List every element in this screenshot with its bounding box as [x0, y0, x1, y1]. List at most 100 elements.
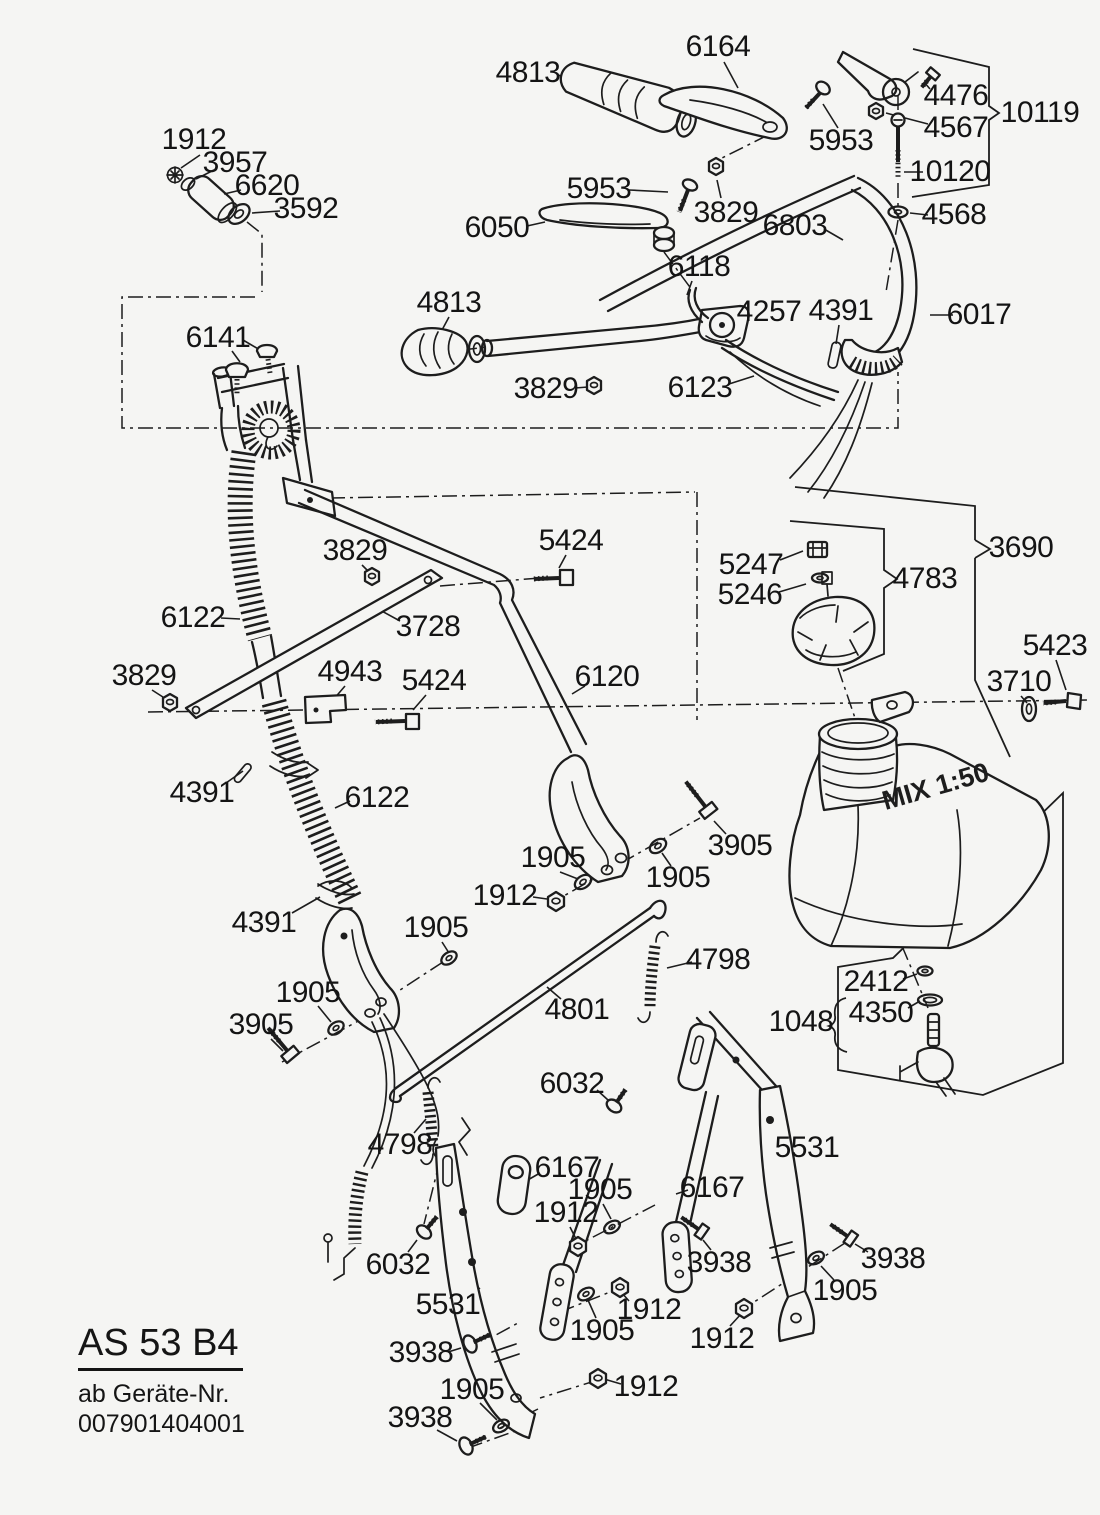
fuel-petcock [899, 1012, 956, 1097]
grip-4813-left [400, 327, 487, 377]
model-number: AS 53 B4 [78, 1322, 243, 1371]
screw-5953-right [803, 80, 831, 111]
part-callout: 5423 [1022, 629, 1088, 662]
washer-5246 [810, 572, 830, 584]
part-callout: 6032 [365, 1248, 431, 1281]
fuel-tank-group: MIX 1:50 [788, 540, 1083, 1097]
clamp-4943 [303, 693, 348, 725]
lower-handle-frame [161, 343, 669, 1281]
star-washer-1912 [166, 166, 184, 184]
bracket-3690 [794, 486, 976, 540]
mid-fasteners [266, 780, 719, 1240]
washer-1905-g [576, 1286, 596, 1302]
washer-1905-a [573, 873, 593, 891]
bracket-5531-left [434, 1142, 537, 1440]
bolt-3905-b [266, 1026, 301, 1065]
part-callout: 6803 [762, 209, 828, 242]
part-callout: 4813 [416, 286, 482, 319]
part-callout: 3592 [273, 192, 339, 225]
bracket-10119 [911, 48, 1001, 198]
washer-3710 [1020, 695, 1038, 723]
part-callout: 4257 [736, 295, 802, 328]
part-callout: 3728 [395, 610, 461, 643]
strap-4391-top [827, 341, 842, 369]
washer-2412 [916, 965, 934, 977]
part-callout: 6620 [234, 169, 300, 202]
bolt-3938-r2 [829, 1222, 860, 1248]
serial-number: 007901404001 [78, 1410, 245, 1438]
washer-1905-f [806, 1250, 826, 1266]
link-6167-left [496, 1154, 532, 1216]
gasket-4350 [916, 993, 944, 1007]
part-callout: 6122 [344, 781, 410, 814]
part-callout: 4801 [544, 993, 610, 1026]
part-callout: 1905 [567, 1173, 633, 1206]
throttle-lever-6164 [658, 85, 788, 140]
part-callout: 4391 [231, 906, 297, 939]
cross-plate [281, 476, 337, 518]
part-callout: 4943 [317, 655, 383, 688]
part-callout: 1905 [439, 1373, 505, 1406]
part-callout: 1905 [275, 976, 341, 1009]
part-callout: 3938 [860, 1242, 926, 1275]
cable-6123 [720, 338, 840, 407]
bracket-5531-right [677, 1010, 816, 1343]
part-callout: 3829 [322, 534, 388, 567]
part-callout: 3829 [513, 372, 579, 405]
part-callout: 4798 [685, 943, 751, 976]
part-callout: 6050 [464, 211, 530, 244]
coil-6122-lower [261, 698, 364, 909]
washer-1905-e [602, 1219, 622, 1235]
part-callout: 4568 [921, 198, 987, 231]
handlebar-6017 [789, 176, 918, 499]
knob-6141-b [255, 343, 279, 374]
part-callout: 1912 [472, 879, 538, 912]
part-callout: 4567 [923, 111, 989, 144]
part-callout: 4783 [892, 562, 958, 595]
spring-4798-left [420, 1076, 441, 1166]
part-callout: 4476 [923, 79, 989, 112]
part-callout: 6123 [667, 371, 733, 404]
part-callout: 6032 [539, 1067, 605, 1100]
part-callout: 4391 [169, 776, 235, 809]
part-callout: 3957 [202, 146, 268, 179]
throttle-lever-6050 [538, 202, 676, 253]
slot-plate [677, 1022, 717, 1092]
part-callout: 5953 [566, 172, 632, 205]
brace-3728 [184, 568, 444, 720]
part-callout: 3710 [986, 665, 1052, 698]
washer-1905-b [648, 837, 668, 855]
washer-3592 [227, 202, 251, 226]
strap-6167-right [661, 1090, 720, 1294]
screw-3938-b [458, 1434, 487, 1456]
part-callout: 4391 [808, 294, 874, 327]
part-callout: 6167 [679, 1171, 745, 1204]
part-callout: 5424 [538, 524, 604, 557]
rod-4801 [388, 899, 667, 1104]
washer-1905-c [440, 950, 458, 966]
part-callout: 6122 [160, 601, 226, 634]
screw-6032-right [605, 1088, 628, 1114]
nut-4567 [867, 101, 885, 121]
recoil-disc [241, 400, 301, 460]
part-callout: 5531 [774, 1131, 840, 1164]
part-callout: 5247 [718, 548, 784, 581]
washer-1905-h [491, 1418, 511, 1434]
part-callout: 3905 [707, 829, 773, 862]
part-callout: 6167 [534, 1151, 600, 1184]
bolt-3938-r1 [680, 1215, 711, 1241]
handlebar-6803 [598, 174, 862, 313]
nut-3829-brace [363, 566, 381, 587]
part-callout: 4813 [495, 56, 561, 89]
part-callout: 3938 [686, 1246, 752, 1279]
serial-label: ab Geräte-Nr. [78, 1380, 230, 1408]
part-callout: 1905 [520, 841, 586, 874]
nut-1912-c [610, 1276, 630, 1299]
part-callout: 1912 [689, 1322, 755, 1355]
part-callout: 3938 [388, 1336, 454, 1369]
part-callout: 1912 [613, 1370, 679, 1403]
screw-6032-left [415, 1215, 439, 1240]
